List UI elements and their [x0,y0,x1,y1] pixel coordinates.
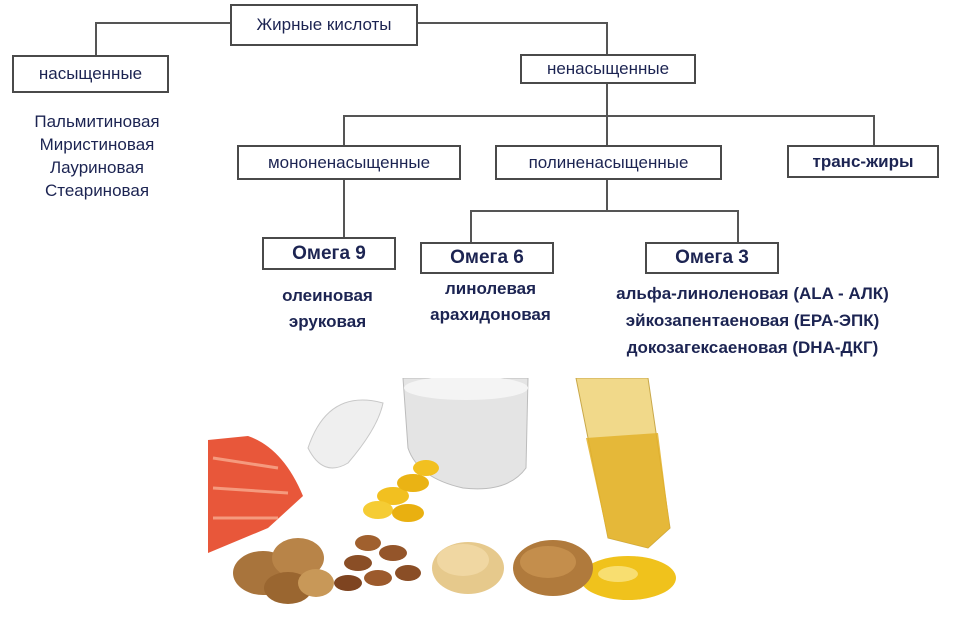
connector-trans [873,115,875,145]
list-item: Стеариновая [44,181,150,200]
oil-bottle-icon [575,378,676,600]
omega9-list: олеиновая эруковая [255,283,400,335]
connector-unsaturated [606,22,608,55]
list-item: эйкозапентаеновая (EPA-ЭПК) [625,311,880,330]
omega3-box: Омега 3 [645,242,779,274]
omega6-list: линолевая арахидоновая [413,276,568,328]
mono-box: мононенасыщенные [237,145,461,180]
list-item: линолевая [444,279,537,298]
omega3-label: Омега 3 [675,247,749,268]
list-item: Миристиновая [39,135,155,154]
list-item: олеиновая [282,286,373,305]
connector-omega6 [470,210,472,242]
connector-poly [606,115,608,145]
connector-unsat-branch [343,115,873,117]
list-item: альфа-линоленовая (ALA - АЛК) [616,284,889,303]
poly-label: полиненасыщенные [528,152,689,172]
list-item: Пальмитиновая [34,112,160,131]
list-item: эруковая [288,312,367,331]
list-item: арахидоновая [430,305,551,324]
connector-unsaturated-down [606,82,608,115]
saturated-list: Пальмитиновая Миристиновая Лауриновая Ст… [12,110,182,202]
omega3-list: альфа-линоленовая (ALA - АЛК) эйкозапент… [585,280,920,361]
connector-poly-down [606,180,608,210]
unsaturated-label: ненасыщенные [546,59,670,78]
mortar-icon [307,378,529,490]
omega9-label: Омега 9 [292,242,366,264]
root-box: Жирные кислоты [230,4,418,46]
omega9-box: Омега 9 [262,237,396,270]
connector-root [95,22,230,24]
connector-mono [343,115,345,145]
mono-label: мононенасыщенные [267,152,431,172]
connector-root-right [416,22,606,24]
walnuts-icon [233,538,334,604]
capsules-icon [363,460,439,522]
salmon-icon [208,436,303,553]
omega6-box: Омега 6 [420,242,554,274]
pine-nuts-icon [432,542,504,594]
trans-label: транс-жиры [812,151,914,171]
food-illustration [208,378,676,604]
trans-box: транс-жиры [787,145,939,178]
saturated-box: насыщенные [12,55,169,93]
flax-seeds-icon [513,540,593,596]
list-item: Лауриновая [49,158,145,177]
saturated-label: насыщенные [38,64,143,83]
root-label: Жирные кислоты [256,15,392,34]
unsaturated-box: ненасыщенные [520,54,696,84]
connector-saturated [95,22,97,56]
omega6-label: Омега 6 [450,247,524,268]
list-item: докозагексаеновая (DHA-ДКГ) [626,338,879,357]
connector-poly-branch [470,210,738,212]
connector-omega3 [737,210,739,242]
connector-mono-omega9 [343,180,345,237]
poly-box: полиненасыщенные [495,145,722,180]
almonds-icon [334,535,421,591]
